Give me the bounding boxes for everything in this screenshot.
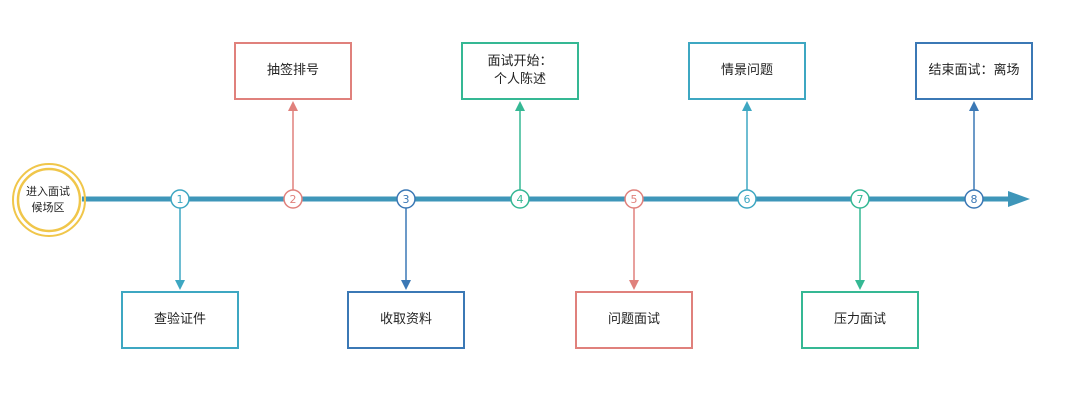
step-2-marker [283,189,303,209]
step-7-box: 压力面试 [801,291,919,349]
step-3-number: 3 [403,193,410,206]
step-3-marker [396,189,416,209]
step-8-box: 结束面试：离场 [915,42,1033,100]
start-inner-ring [16,167,82,233]
step-1-number: 1 [177,193,184,206]
timeline-arrowhead [1008,191,1030,207]
step-6-box: 情景问题 [688,42,806,100]
step-7-marker [850,189,870,209]
step-8-marker [964,189,984,209]
step-1-marker [170,189,190,209]
step-4-number: 4 [517,193,524,206]
step-8-number: 8 [971,193,978,206]
start-label: 进入面试 候场区 [26,185,70,214]
step-4-box: 面试开始： 个人陈述 [461,42,579,100]
step-1-box: 查验证件 [121,291,239,349]
start-outer-ring [12,163,86,237]
step-2-number: 2 [290,193,297,206]
step-3-box: 收取资料 [347,291,465,349]
step-6-number: 6 [744,193,751,206]
step-5-marker [624,189,644,209]
step-2-box: 抽签排号 [234,42,352,100]
step-4-marker [510,189,530,209]
step-5-box: 问题面试 [575,291,693,349]
step-7-number: 7 [857,193,864,206]
step-5-number: 5 [631,193,638,206]
step-6-marker [737,189,757,209]
